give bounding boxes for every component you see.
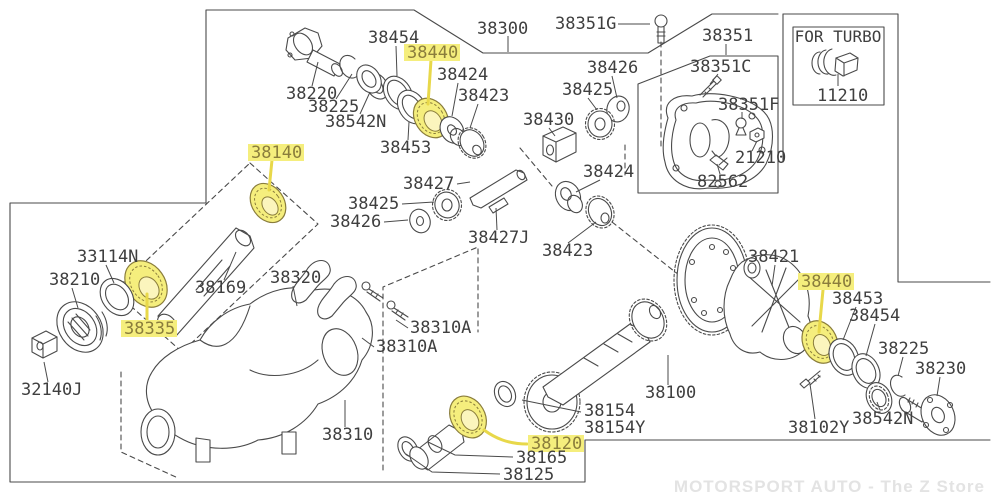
part-label-38423-mid: 38423 — [542, 241, 593, 261]
part-label-38125: 38125 — [503, 465, 554, 485]
part-label-38165: 38165 — [516, 448, 567, 468]
block-38430-drawing — [542, 126, 577, 163]
part-label-38424-mid: 38424 — [583, 162, 634, 182]
part-label-38310a-2: 38310A — [376, 337, 437, 357]
flange-38165-drawing — [409, 424, 465, 471]
nut-32140j-drawing — [31, 330, 58, 359]
part-label-38426-top: 38426 — [587, 58, 638, 78]
part-label-38425-top: 38425 — [562, 80, 613, 100]
part-label-82562: 82562 — [697, 172, 748, 192]
part-label-33114n: 33114N — [77, 247, 138, 267]
part-label-38120: 38120 — [531, 434, 582, 454]
part-label-38427: 38427 — [403, 174, 454, 194]
part-label-38320: 38320 — [270, 268, 321, 288]
part-label-38154y: 38154Y — [584, 418, 645, 438]
boundary-lines — [9, 9, 991, 483]
washer-38426-mid-drawing — [409, 208, 431, 234]
for-turbo-title: FOR TURBO — [795, 27, 882, 46]
part-label-38453-left: 38453 — [380, 138, 431, 158]
bearing-38140-drawing-highlighted — [249, 182, 287, 224]
diff-case-38421-drawing — [723, 254, 812, 361]
part-label-38454-left: 38454 — [368, 28, 419, 48]
part-label-38351: 38351 — [702, 26, 753, 46]
leader-lines — [43, 23, 941, 475]
pinion-gear-38423-top-drawing — [457, 127, 487, 159]
ring-33114n-drawing — [99, 277, 135, 317]
part-label-32140j: 32140J — [21, 380, 82, 400]
washer-38154-drawing — [493, 380, 517, 408]
turbo-part-11210-drawing — [811, 48, 859, 77]
part-label-38424-top: 38424 — [437, 65, 488, 85]
part-label-38335: 38335 — [124, 319, 175, 339]
part-label-38351g: 38351G — [555, 14, 616, 34]
carrier-38310-drawing — [140, 287, 373, 463]
highlight-38440-right — [798, 273, 854, 290]
companion-flange-38220-drawing — [285, 27, 344, 77]
snap-ring-38225-right-drawing — [890, 374, 906, 397]
bolt-38351g-drawing — [654, 14, 668, 44]
bearing-38120-drawing-highlighted — [449, 395, 487, 439]
part-label-38542n-left: 38542N — [325, 112, 386, 132]
part-label-38210: 38210 — [49, 270, 100, 290]
shaft-38427-drawing — [469, 169, 528, 209]
part-label-38421: 38421 — [748, 247, 799, 267]
drive-pinion-38100-drawing — [523, 298, 668, 433]
bearing-38542n-right-drawing — [865, 382, 893, 414]
part-label-38154: 38154 — [584, 401, 635, 421]
part-label-38225-right: 38225 — [878, 339, 929, 359]
part-label-38542n-right: 38542N — [852, 409, 913, 429]
part-label-38140: 38140 — [251, 143, 302, 163]
part-label-38300: 38300 — [477, 19, 528, 39]
highlight-38140 — [248, 144, 304, 161]
highlight-38120 — [528, 435, 584, 452]
highlight-38440-top — [404, 44, 460, 61]
washer-38454-right-drawing — [851, 353, 881, 389]
part-label-38426-mid: 38426 — [330, 212, 381, 232]
rear-cover-38351-drawing — [662, 93, 774, 190]
flange-38230-drawing — [920, 394, 956, 436]
highlight-38335 — [121, 320, 177, 337]
part-label-38423-top: 38423 — [458, 86, 509, 106]
part-label-38230: 38230 — [915, 359, 966, 379]
gear-38425-top-drawing — [584, 107, 616, 141]
part-label-21210: 21210 — [735, 148, 786, 168]
highlight-leader-lines — [145, 58, 825, 446]
part-label-38225-left: 38225 — [308, 97, 359, 117]
part-label-38310: 38310 — [322, 425, 373, 445]
part-label-38440-top: 38440 — [407, 43, 458, 63]
part-labels: 38300 38351G 38351 38220 38225 38542N 38… — [21, 14, 966, 485]
part-label-38454-right: 38454 — [849, 306, 900, 326]
watermark-text: MOTORSPORT AUTO - The Z Store — [674, 477, 985, 496]
breather-38351f-drawing — [735, 117, 747, 136]
dashed-guide-lines — [113, 41, 745, 479]
bolts-38310a-drawing — [361, 281, 409, 321]
bolt-82562-drawing — [709, 150, 729, 171]
part-label-38220: 38220 — [286, 84, 337, 104]
part-label-38169: 38169 — [195, 278, 246, 298]
side-gear-38424-mid-drawing — [554, 180, 583, 214]
part-label-38102y: 38102Y — [788, 418, 849, 438]
bolt-38102y-drawing — [799, 370, 821, 389]
part-label-38430: 38430 — [523, 110, 574, 130]
lock-pin-38427j-drawing — [488, 197, 509, 214]
part-label-38351c: 38351C — [690, 57, 751, 77]
pinion-gear-38423-mid-drawing — [585, 195, 615, 229]
for-turbo-box — [792, 26, 885, 106]
part-label-38425-mid: 38425 — [348, 194, 399, 214]
plug-21210-drawing — [749, 127, 765, 143]
retainer-38320-drawing — [291, 259, 357, 320]
part-label-38440-right: 38440 — [801, 272, 852, 292]
gear-38425-mid-drawing — [431, 188, 463, 222]
part-label-38351f: 38351F — [718, 95, 779, 115]
bearing-38335-drawing-highlighted — [124, 260, 168, 308]
part-label-11210: 11210 — [817, 86, 868, 106]
drive-flange-38210-drawing — [56, 301, 108, 353]
part-label-38100: 38100 — [645, 383, 696, 403]
part-label-38310a-1: 38310A — [410, 318, 471, 338]
snap-ring-38225-drawing — [339, 54, 359, 79]
part-label-38427j: 38427J — [468, 228, 529, 248]
part-label-38453-right: 38453 — [832, 289, 883, 309]
